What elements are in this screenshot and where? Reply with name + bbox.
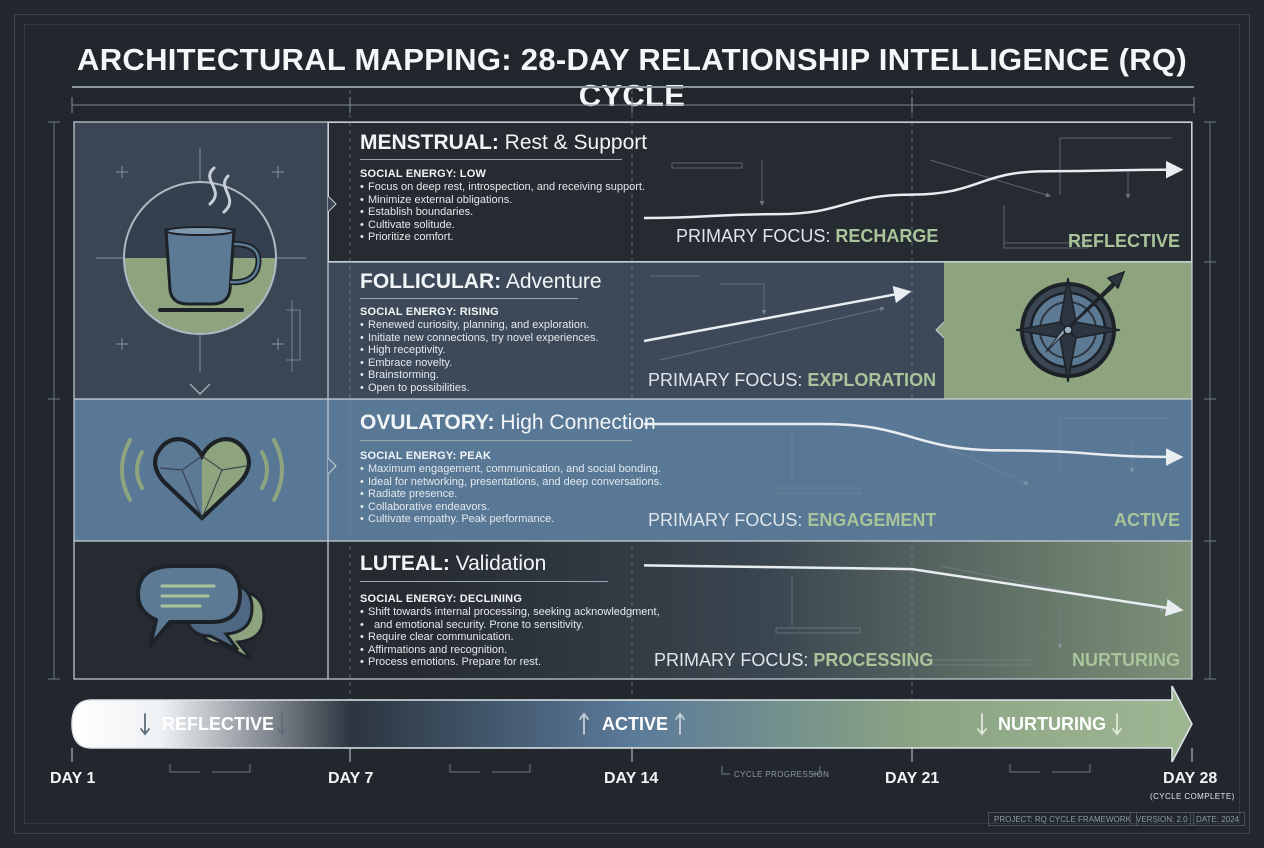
list-item: Ideal for networking, presentations, and… — [360, 476, 662, 489]
notch-follicular — [935, 321, 945, 339]
list-item: Prioritize comfort. — [360, 231, 645, 244]
phase-ovulatory-bullets: Maximum engagement, communication, and s… — [360, 463, 662, 526]
focus-label: PRIMARY FOCUS: — [676, 226, 831, 246]
footer-date: DATE: 2024 — [1190, 812, 1245, 826]
timeline-segment-reflective: REFLECTIVE — [162, 714, 275, 734]
phase-menstrual-name: MENSTRUAL: — [360, 131, 499, 154]
phase-ovulatory-subtitle: High Connection — [500, 411, 656, 434]
inner-frame — [24, 24, 1240, 824]
phase-ovulatory-heading: OVULATORY: High Connection — [360, 411, 656, 435]
list-item: Maximum engagement, communication, and s… — [360, 463, 662, 476]
trend-lines — [643, 160, 1184, 617]
title-underline — [72, 86, 1194, 88]
phase-luteal-bullets: Shift towards internal processing, seeki… — [360, 606, 660, 669]
phase-ovulatory-mode: ACTIVE — [1113, 510, 1180, 530]
cycle-complete-note: (CYCLE COMPLETE) — [1150, 792, 1235, 801]
phase-luteal-heading: LUTEAL: Validation — [360, 552, 546, 576]
phase-menstrual-heading: MENSTRUAL: Rest & Support — [360, 131, 647, 155]
trend-line-follicular — [643, 285, 912, 343]
phase-luteal-energy: SOCIAL ENERGY: DECLINING — [360, 593, 523, 605]
phase-menstrual-focus: PRIMARY FOCUS: RECHARGE — [676, 226, 938, 247]
trend-line-menstrual — [643, 160, 1184, 220]
phase-menstrual-energy: SOCIAL ENERGY: LOW — [360, 168, 487, 180]
focus-value: EXPLORATION — [807, 370, 937, 390]
timeline-segment-active: ACTIVE — [602, 714, 669, 734]
list-item: Establish boundaries. — [360, 206, 645, 219]
list-item: Cultivate solitude. — [360, 219, 645, 232]
side-dimension-lines — [48, 121, 1216, 680]
list-item: Embrace novelty. — [360, 357, 599, 370]
list-item: Require clear communication. — [360, 631, 660, 644]
list-item: Initiate new connections, try novel expe… — [360, 332, 599, 345]
phase-luteal-subtitle: Validation — [455, 552, 547, 575]
list-item: Minimize external obligations. — [360, 194, 645, 207]
phase-menstrual-subtitle: Rest & Support — [504, 131, 648, 154]
grid-outline — [73, 121, 1193, 680]
phase-luteal-rule — [360, 581, 608, 582]
outer-frame — [14, 14, 1250, 834]
phase-luteal-name: LUTEAL: — [360, 552, 450, 575]
focus-label: PRIMARY FOCUS: — [648, 510, 803, 530]
day-label-21: DAY 21 — [885, 770, 940, 787]
day-label-1: DAY 1 — [50, 770, 96, 787]
phase-follicular-subtitle: Adventure — [505, 270, 602, 293]
phase-follicular-focus: PRIMARY FOCUS: EXPLORATION — [648, 370, 936, 391]
focus-label: PRIMARY FOCUS: — [648, 370, 803, 390]
phase-luteal-mode: NURTURING — [1072, 650, 1180, 670]
page-title: ARCHITECTURAL MAPPING: 28-DAY RELATIONSH… — [77, 42, 1187, 113]
list-item-continuation: and emotional security. Prone to sensiti… — [360, 619, 660, 632]
list-item: Brainstorming. — [360, 369, 599, 382]
focus-value: PROCESSING — [813, 650, 934, 670]
notch-ovulatory — [327, 457, 337, 475]
notch-icon-panel — [189, 383, 211, 395]
phase-menstrual-mode: REFLECTIVE — [1067, 231, 1180, 251]
phase-luteal-focus: PRIMARY FOCUS: PROCESSING — [654, 650, 933, 671]
phase-follicular-bullets: Renewed curiosity, planning, and explora… — [360, 319, 599, 395]
heart-icon — [120, 437, 284, 521]
phase-follicular-heading: FOLLICULAR: Adventure — [360, 270, 602, 294]
footer-project: PROJECT: RQ CYCLE FRAMEWORK — [988, 812, 1137, 826]
cycle-progression-label: CYCLE PROGRESSION — [734, 770, 830, 779]
list-item: Cultivate empathy. Peak performance. — [360, 513, 662, 526]
list-item: Open to possibilities. — [360, 382, 599, 395]
phase-ovulatory-rule — [360, 440, 632, 441]
list-item: Affirmations and recognition. — [360, 644, 660, 657]
notch-menstrual — [327, 195, 337, 213]
coffee-cup-icon — [96, 148, 306, 372]
phase-menstrual-rule — [360, 159, 622, 160]
top-dimension-line — [71, 97, 1195, 113]
focus-value: RECHARGE — [835, 226, 939, 246]
bottom-annotations — [169, 764, 1091, 775]
list-item: High receptivity. — [360, 344, 599, 357]
day-ticks — [71, 748, 1193, 762]
phase-menstrual-bullets: Focus on deep rest, introspection, and r… — [360, 181, 645, 244]
timeline-arrow — [71, 685, 1193, 763]
phase-ovulatory-name: OVULATORY: — [360, 411, 495, 434]
focus-label: PRIMARY FOCUS: — [654, 650, 809, 670]
day-label-7: DAY 7 — [328, 770, 374, 787]
list-item: Process emotions. Prepare for rest. — [360, 656, 660, 669]
day-label-14: DAY 14 — [604, 770, 659, 787]
list-item: Collaborative endeavors. — [360, 501, 662, 514]
phase-follicular-name: FOLLICULAR: — [360, 270, 502, 293]
day-label-28: DAY 28 — [1163, 770, 1218, 787]
timeline-segment-nurturing: NURTURING — [998, 714, 1106, 734]
footer-version: VERSION: 2.0 — [1130, 812, 1194, 826]
trend-line-luteal — [643, 564, 1184, 617]
list-item: Radiate presence. — [360, 488, 662, 501]
compass-icon — [1015, 270, 1126, 383]
list-item: Shift towards internal processing, seeki… — [360, 606, 660, 619]
blueprint-annotations — [650, 137, 1172, 666]
trend-line-ovulatory — [644, 422, 1184, 466]
phase-follicular-rule — [360, 298, 578, 299]
timeline-arrow-glyphs — [140, 712, 1122, 736]
list-item: Focus on deep rest, introspection, and r… — [360, 181, 645, 194]
chat-bubbles-icon — [135, 564, 266, 662]
list-item: Renewed curiosity, planning, and explora… — [360, 319, 599, 332]
phase-follicular-energy: SOCIAL ENERGY: RISING — [360, 306, 499, 318]
focus-value: ENGAGEMENT — [807, 510, 937, 530]
phase-ovulatory-focus: PRIMARY FOCUS: ENGAGEMENT — [648, 510, 936, 531]
phase-ovulatory-energy: SOCIAL ENERGY: PEAK — [360, 450, 492, 462]
